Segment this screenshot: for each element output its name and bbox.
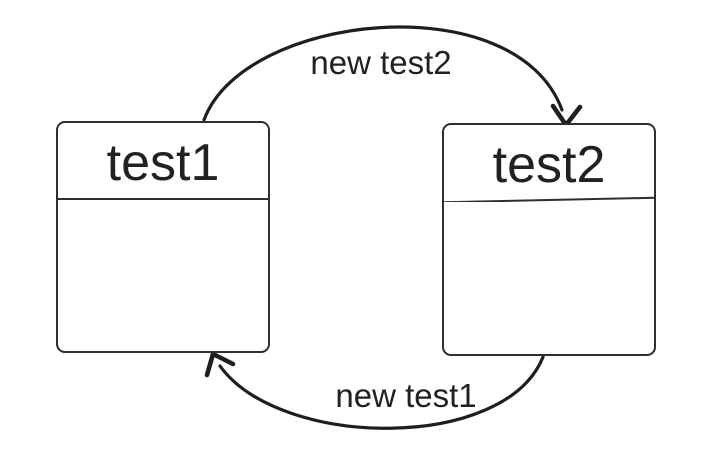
edge-new-test1-curve: [218, 355, 545, 430]
edge-label-new-test2: new test2: [310, 44, 452, 81]
edge-new-test2-curve: [202, 25, 564, 122]
node-test1-title: test1: [106, 133, 220, 192]
node-test1: test1: [56, 121, 270, 353]
node-test1-divider: [58, 198, 268, 200]
node-test2-body: [444, 202, 654, 354]
node-test1-body: [58, 200, 268, 351]
edge-label-new-test1: new test1: [335, 377, 477, 414]
arrowhead-into-test1: [204, 351, 236, 378]
node-test2: test2: [442, 123, 656, 356]
node-test2-title: test2: [492, 135, 606, 194]
edge-new-test1: [204, 351, 545, 430]
